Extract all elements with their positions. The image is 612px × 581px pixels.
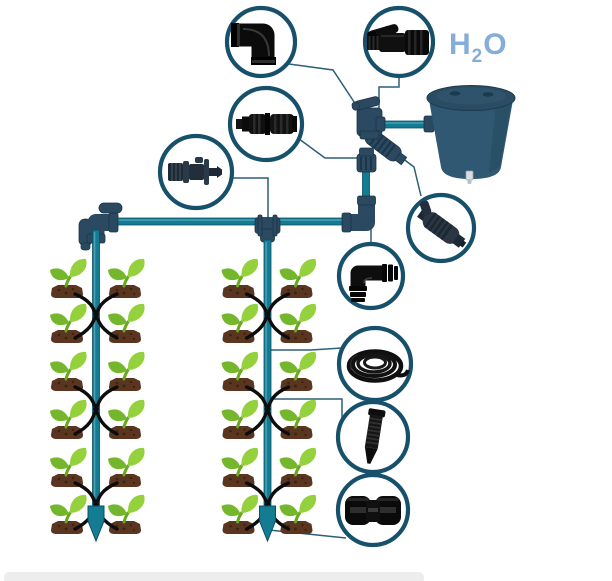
riser-elbow [347, 203, 375, 231]
main-supply-pipe [95, 217, 359, 226]
seedling [48, 302, 89, 345]
callout-line-drip-stake [272, 398, 343, 420]
component-callouts [157, 5, 477, 548]
right-bed [220, 239, 318, 543]
drip-emitter-icon [168, 157, 222, 185]
callout-hose-connector [227, 85, 305, 163]
callout-line-tubing-coil [269, 347, 343, 351]
seedling [48, 493, 89, 536]
seedling [48, 257, 89, 300]
tube-cross-knot [93, 406, 99, 412]
valve-lower-collar [359, 130, 380, 140]
coupling-ribs [360, 157, 372, 170]
seedling [220, 493, 260, 536]
line-end-arrow [87, 505, 105, 543]
lateral-pipe [92, 229, 100, 506]
seedling [48, 350, 89, 393]
seedling [106, 446, 147, 489]
callout-inline-filter [405, 192, 477, 264]
drip-stake-icon [364, 408, 386, 464]
callout-line-drip-emitter [232, 177, 269, 218]
tank-lid-top [436, 87, 506, 105]
h2o-sub: 2 [472, 46, 484, 67]
seedling [220, 350, 260, 393]
riser-elbow-collar [341, 212, 352, 233]
seedling [48, 446, 89, 489]
tank-shading [489, 103, 511, 172]
tee-collar [272, 214, 278, 237]
tube-cross-knot [264, 406, 271, 412]
callout-drip-emitter [157, 133, 235, 211]
callout-line-inline-filter [401, 157, 422, 197]
callout-tubing-coil [336, 325, 414, 403]
pipe-highlight [93, 232, 96, 503]
barbed-elbow-icon [349, 264, 398, 302]
ground-shadow [4, 572, 424, 581]
seedling [106, 257, 147, 300]
elbow-fitting-icon [231, 23, 276, 65]
h2o-o: O [483, 28, 507, 61]
seedling [106, 350, 147, 393]
h2o-label: H2O [449, 28, 508, 67]
callout-line-shutoff-valve [378, 77, 400, 111]
seedling [278, 257, 318, 300]
seedling [220, 398, 260, 441]
seedling [48, 398, 89, 441]
hose-connector-icon [236, 113, 297, 135]
riser-elbow-collar [357, 195, 376, 206]
corner-elbow-collar [108, 212, 119, 233]
lid-handle [482, 92, 494, 97]
shutoff-valve-icon [367, 24, 429, 55]
lid-handle [449, 91, 461, 96]
valve-outlet-flange [375, 116, 386, 132]
line-end-arrow [259, 505, 276, 543]
seedling [220, 446, 260, 489]
h2o-h: H [449, 28, 472, 61]
tube-cross-knot [264, 311, 271, 318]
tube-joiner-icon [345, 495, 401, 525]
corner-elbow-plug-tip [80, 242, 91, 251]
water-tank [423, 85, 516, 184]
seedling [220, 302, 260, 345]
seedling [278, 446, 318, 489]
callout-elbow-fitting [224, 5, 298, 79]
inline-filter-icon [417, 200, 467, 248]
plant-beds [48, 229, 318, 543]
pipe-highlight [265, 242, 267, 503]
callout-line-hose-connector [294, 135, 361, 159]
seedling [220, 257, 260, 300]
tube-cross-knot [93, 311, 99, 318]
tubing-coil-icon [346, 349, 410, 383]
callout-drip-stake [335, 399, 411, 475]
tank-spigot [465, 170, 474, 181]
pipe-highlight [100, 219, 354, 221]
pipe-highlight [380, 122, 430, 124]
tank-spigot-tip [467, 179, 472, 184]
tee-collar [257, 214, 263, 237]
riser-coupling-cap [359, 147, 374, 157]
callout-shutoff-valve [362, 5, 436, 79]
callout-tube-joiner [335, 472, 411, 548]
corner-elbow-cap [98, 202, 123, 214]
tank-valve-handle [351, 96, 381, 111]
callout-line-elbow-fitting [288, 63, 363, 115]
lateral-pipe [263, 239, 272, 506]
left-bed [48, 229, 147, 543]
seedling [278, 350, 318, 393]
callout-barbed-elbow [336, 241, 406, 311]
